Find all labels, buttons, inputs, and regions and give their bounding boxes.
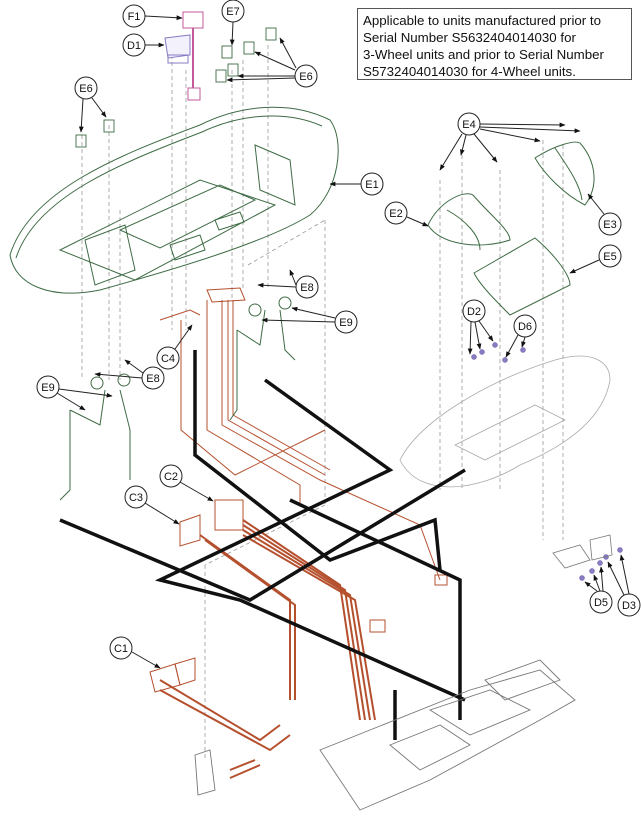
svg-text:E2: E2 [389,208,402,220]
callout-e4: E4 [439,112,581,171]
callout-e8-right: E8 [257,269,319,299]
callout-e9-right: E9 [261,306,358,334]
console-housing-reference [399,355,611,488]
callout-e6-left: E6 [74,76,107,133]
callout-e7: E7 [221,0,245,46]
callout-e6-top: E6 [226,37,318,88]
callout-d6: D6 [505,314,537,358]
alignment-lines [81,45,564,760]
svg-text:F1: F1 [128,11,141,23]
svg-text:E8: E8 [300,282,313,294]
svg-text:E4: E4 [462,119,475,131]
power-socket-f1 [182,11,204,101]
note-line-1: Applicable to units manufactured prior t… [363,13,602,28]
callout-d5: D5 [584,566,613,614]
svg-text:E8: E8 [146,373,159,385]
svg-text:D2: D2 [467,306,481,318]
svg-text:D1: D1 [127,40,141,52]
screws [471,342,623,581]
svg-text:E3: E3 [603,219,616,231]
cover-e5 [473,237,571,316]
svg-text:D6: D6 [518,321,532,333]
connectors-d3-d5 [552,534,613,569]
controller-base [194,659,576,811]
svg-text:E1: E1 [365,179,378,191]
cover-e2 [427,193,511,251]
note-line-2: Serial Number S5632404014030 for [363,30,576,45]
svg-text:C4: C4 [161,353,175,365]
cover-e3 [534,141,595,206]
svg-text:C3: C3 [129,492,143,504]
applicability-note: Applicable to units manufactured prior t… [357,8,632,80]
callout-c4: C4 [156,324,193,370]
callout-e9-left: E9 [36,375,113,411]
svg-text:E5: E5 [603,251,616,263]
callouts: F1 D1 E7 E6 E6 E1 E4 E2 E3 E5 E8 E9 C4 E… [36,0,641,669]
callout-c1: C1 [109,636,161,669]
callout-e1: E1 [329,172,384,196]
svg-text:E6: E6 [79,83,92,95]
callout-f1: F1 [122,4,183,28]
svg-text:D3: D3 [622,600,636,612]
svg-text:C2: C2 [164,471,178,483]
callout-e2: E2 [384,201,429,227]
black-cables [59,350,466,740]
callout-e3: E3 [587,193,622,236]
svg-text:E9: E9 [339,317,352,329]
note-line-4: S5732404014030 for 4-Wheel units. [363,64,576,79]
note-line-3: 3-Wheel units and prior to Serial Number [363,47,604,62]
callout-c3: C3 [124,485,180,525]
callout-d2: D2 [462,299,494,355]
svg-text:C1: C1 [114,643,128,655]
callout-e5: E5 [569,244,622,274]
top-components [75,11,277,148]
svg-text:E7: E7 [226,6,239,18]
rocker-switch-d1 [164,34,191,64]
callout-d3: D3 [607,554,641,617]
svg-text:D5: D5 [594,597,608,609]
svg-text:E9: E9 [41,382,54,394]
fuse-group [75,27,277,148]
svg-text:E6: E6 [299,71,312,83]
console-housing-e1 [9,106,339,294]
callout-d1: D1 [122,33,165,57]
callout-c2: C2 [159,464,214,502]
callout-e8-left: E8 [94,359,165,390]
